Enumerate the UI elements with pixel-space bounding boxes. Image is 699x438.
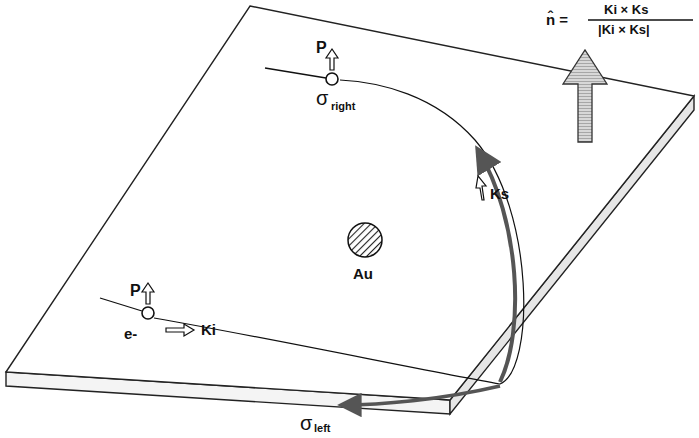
electron-label: e- (124, 326, 137, 341)
cross-section-symbol: σ (316, 88, 328, 108)
formula-denominator: |Ki × Ks| (598, 23, 650, 36)
electron (142, 307, 154, 319)
plate-top-face (6, 6, 694, 400)
beam-line (265, 68, 326, 78)
polarization-arrow (326, 49, 338, 70)
trajectory-curve (154, 80, 524, 384)
polarization-label: P (130, 283, 141, 299)
atom-label: Au (353, 266, 373, 281)
ks-arrow (476, 176, 486, 200)
direction-label: right (331, 101, 355, 112)
fraction-bar (588, 19, 693, 20)
electron (326, 73, 338, 85)
polarization-arrow (142, 283, 154, 304)
normal-arrow (563, 50, 607, 142)
formula-numerator: Ki × Ks (604, 3, 648, 16)
beam-line (100, 298, 142, 311)
ki-arrow (166, 324, 194, 336)
momentum-label: Ki (201, 322, 216, 337)
direction-label: left (314, 423, 331, 434)
scattered-left-arrow (342, 386, 500, 405)
momentum-label: Ks (490, 186, 509, 201)
cross-section-symbol: σ (300, 413, 312, 433)
normal-symbol: n̂ = (546, 12, 568, 27)
gold-atom (348, 223, 382, 257)
polarization-label: P (316, 40, 327, 56)
